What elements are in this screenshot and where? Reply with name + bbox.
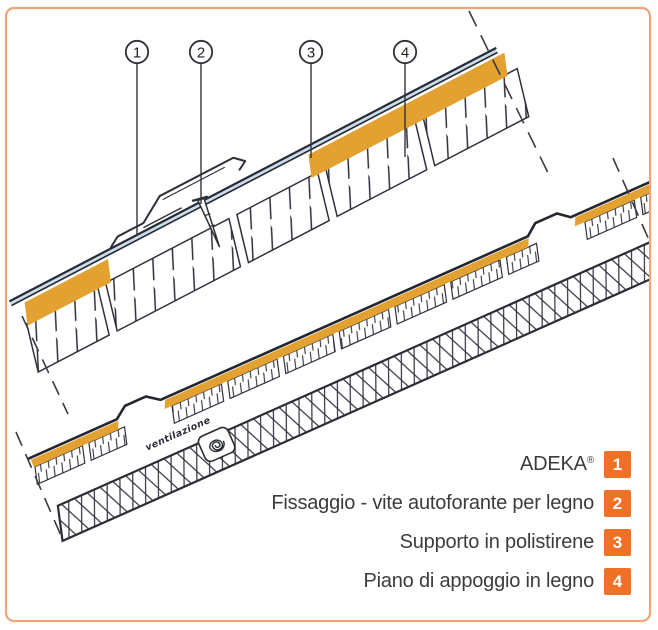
section-cut-line-upper-left — [21, 315, 69, 415]
polystyrene-panel-right — [308, 52, 508, 178]
legend-label-fissaggio: Fissaggio - vite autoforante per legno — [271, 492, 594, 514]
legend-badge-2: 2 — [604, 490, 631, 517]
legend-row-piano: Piano di appoggio in legno 4 — [363, 568, 631, 595]
adeka-membrane-top-line — [8, 46, 497, 303]
legend-badge-3: 3 — [604, 529, 631, 556]
polystyrene-panel-left — [24, 259, 112, 326]
section-cut-line-upper-right — [468, 10, 552, 180]
adeka-membrane-bottom-line — [11, 51, 498, 307]
section-cut-line-lower-left — [15, 431, 63, 539]
membrane-strip-middle — [164, 238, 529, 409]
legend-label-adeka: ADEKA® — [520, 453, 594, 475]
flashing-profile-edge — [143, 207, 182, 229]
svg-text:2: 2 — [197, 44, 205, 61]
legend-row-supporto: Supporto in polistirene 3 — [400, 529, 631, 556]
callout-marker-2: 2 — [188, 39, 214, 65]
flashing-profile-inner-edge — [162, 166, 226, 201]
membrane-strip-right — [574, 181, 649, 227]
callout-marker-3: 3 — [298, 39, 324, 65]
upper-detail-drawing — [8, 46, 530, 374]
callout-marker-4: 4 — [392, 39, 418, 65]
vent-channel-icon — [197, 426, 236, 463]
svg-text:4: 4 — [401, 44, 409, 61]
legend-row-fissaggio: Fissaggio - vite autoforante per legno 2 — [271, 490, 631, 517]
legend-row-adeka: ADEKA® 1 — [520, 451, 631, 478]
legend-label-supporto: Supporto in polistirene — [399, 531, 595, 553]
lower-overview-drawing: ventilazione — [27, 178, 649, 543]
svg-text:1: 1 — [133, 44, 141, 61]
flashing-profile — [109, 156, 247, 249]
svg-text:3: 3 — [307, 44, 315, 61]
drawing-area: ventilazione — [8, 10, 649, 543]
covering-top-line — [27, 178, 649, 461]
section-cut-lines — [15, 10, 649, 539]
legend-badge-1: 1 — [604, 451, 631, 478]
wood-board-layer — [25, 67, 530, 374]
legend: ADEKA® 1 Fissaggio - vite autoforante pe… — [271, 451, 631, 595]
membrane-highlight — [9, 49, 498, 305]
boarding-layer — [34, 186, 649, 486]
legend-badge-4: 4 — [604, 568, 631, 595]
registered-mark: ® — [586, 455, 594, 466]
section-cut-line-lower-right — [612, 157, 649, 241]
callouts: 1 2 3 4 — [124, 39, 418, 236]
callout-marker-1: 1 — [124, 39, 150, 65]
legend-label-piano: Piano di appoggio in legno — [363, 570, 594, 592]
insulation-layer — [56, 228, 649, 543]
membrane-strip-left — [30, 420, 119, 468]
